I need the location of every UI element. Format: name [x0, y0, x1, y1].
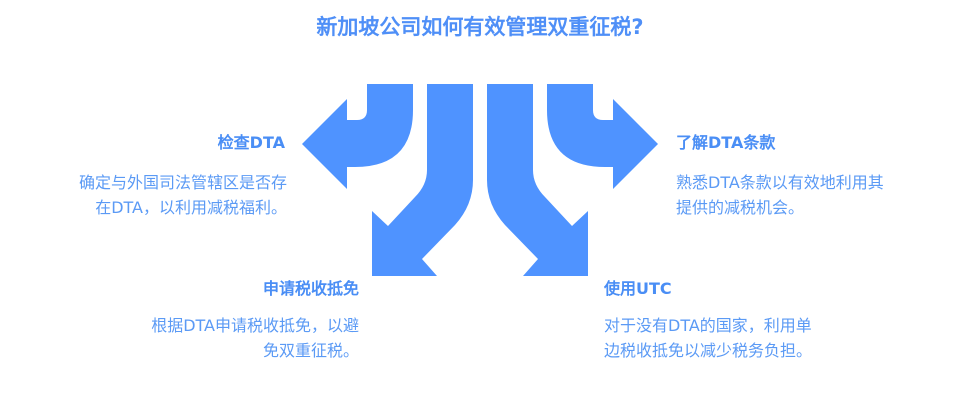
- desc-line: 提供的减税机会。: [676, 198, 805, 217]
- heading-check-dta: 检查DTA: [217, 133, 285, 152]
- diagram-title: 新加坡公司如何有效管理双重征税?: [316, 15, 644, 39]
- heading-apply-credit: 申请税收抵免: [262, 279, 359, 298]
- arrow-left-icon: [302, 84, 413, 189]
- desc-line: 在DTA，以利用减税福利。: [95, 198, 287, 217]
- arrow-down-left-icon: [372, 84, 473, 276]
- desc-line: 确定与外国司法管辖区是否存: [78, 173, 287, 192]
- desc-line: 免双重征税。: [262, 341, 359, 360]
- desc-apply-credit: 根据DTA申请税收抵免，以避 免双重征税。: [151, 313, 359, 363]
- desc-use-utc: 对于没有DTA的国家，利用单 边税收抵免以减少税务负担。: [604, 313, 812, 363]
- heading-use-utc: 使用UTC: [604, 279, 672, 298]
- desc-understand-dta: 熟悉DTA条款以有效地利用其 提供的减税机会。: [676, 170, 884, 220]
- desc-check-dta: 确定与外国司法管辖区是否存 在DTA，以利用减税福利。: [79, 170, 287, 220]
- desc-line: 边税收抵免以减少税务负担。: [604, 341, 813, 360]
- desc-line: 熟悉DTA条款以有效地利用其: [676, 173, 884, 192]
- arrow-right-icon: [547, 84, 658, 189]
- desc-line: 根据DTA申请税收抵免，以避: [151, 316, 359, 335]
- heading-understand-dta: 了解DTA条款: [676, 133, 776, 152]
- desc-line: 对于没有DTA的国家，利用单: [604, 316, 812, 335]
- arrow-down-right-icon: [487, 84, 588, 276]
